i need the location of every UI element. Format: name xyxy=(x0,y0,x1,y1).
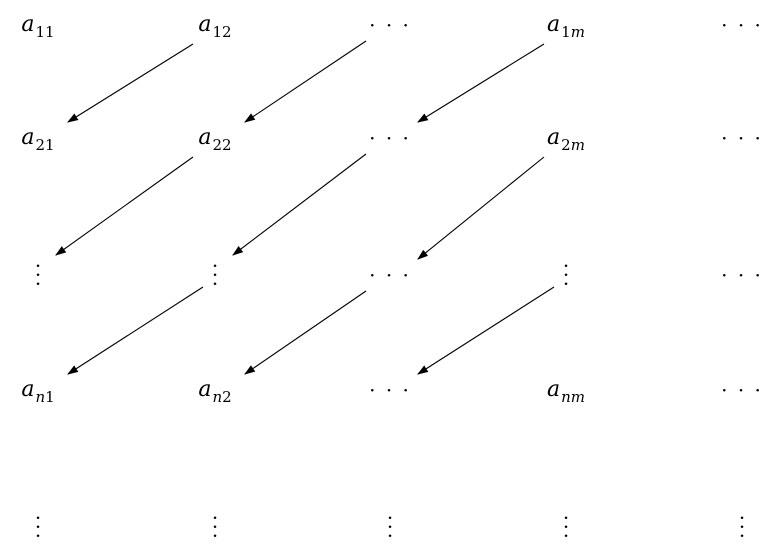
subscript-variable: m xyxy=(570,23,585,41)
subscript-number: 22 xyxy=(212,136,232,154)
entry-subscript: 1m xyxy=(561,23,585,41)
vdot: · xyxy=(211,505,219,530)
entry-base: a xyxy=(21,377,35,402)
vdot: · xyxy=(562,514,570,539)
entry-subscript: 12 xyxy=(213,23,232,41)
vdot: · xyxy=(211,514,219,539)
cell-r4c4: ··· xyxy=(738,505,746,548)
cell-r0c4: · · · xyxy=(721,13,763,37)
cell-r2c2: · · · xyxy=(369,263,411,287)
entry-subscript: 21 xyxy=(36,136,55,154)
cell-a21: a21 xyxy=(21,125,54,153)
subscript-number: 12 xyxy=(212,23,232,41)
cell-r2c1: ··· xyxy=(211,253,219,296)
entry-subscript: nm xyxy=(561,388,585,406)
vdot: · xyxy=(562,271,570,296)
vdot: · xyxy=(386,523,394,548)
vdot: · xyxy=(738,523,746,548)
entry-subscript: 22 xyxy=(213,136,232,154)
vdot: · xyxy=(738,505,746,530)
entry-base: a xyxy=(21,125,35,150)
subscript-variable: n xyxy=(212,388,223,406)
vdot: · xyxy=(34,505,42,530)
cell-r2c0: ··· xyxy=(34,253,42,296)
cell-a22: a22 xyxy=(198,125,231,153)
subscript-number: 2 xyxy=(561,136,571,154)
cell-a11: a11 xyxy=(21,12,54,40)
cell-r1c4: · · · xyxy=(721,126,763,150)
entry-subscript: 2m xyxy=(561,136,585,154)
cell-r3c4: · · · xyxy=(721,378,763,402)
subscript-number: 1 xyxy=(561,23,571,41)
subscript-variable: m xyxy=(570,136,585,154)
subscript-number: 21 xyxy=(35,136,55,154)
cell-anm: anm xyxy=(546,377,585,405)
vdot: · xyxy=(562,262,570,287)
cell-r2c3: ··· xyxy=(562,253,570,296)
vdot: · xyxy=(34,253,42,278)
vdot: · xyxy=(738,514,746,539)
cell-r0c2: · · · xyxy=(369,13,411,37)
vdot: · xyxy=(562,523,570,548)
entry-base: a xyxy=(547,125,561,150)
cell-r1c2: · · · xyxy=(369,126,411,150)
cell-a1m: a1m xyxy=(547,12,585,40)
subscript-number: 2 xyxy=(222,388,232,406)
vdot: · xyxy=(34,271,42,296)
cell-r4c2: ··· xyxy=(386,505,394,548)
entry-base: a xyxy=(547,12,561,37)
vdot: · xyxy=(562,505,570,530)
cell-r4c0: ··· xyxy=(34,505,42,548)
vdot: · xyxy=(562,253,570,278)
entry-base: a xyxy=(198,125,212,150)
entry-subscript: 11 xyxy=(36,23,55,41)
entry-base: a xyxy=(21,12,35,37)
subscript-number: 11 xyxy=(35,23,55,41)
cell-r4c3: ··· xyxy=(562,505,570,548)
cell-r4c1: ··· xyxy=(211,505,219,548)
vdot: · xyxy=(211,271,219,296)
subscript-number: 1 xyxy=(45,388,55,406)
entry-subscript: n2 xyxy=(212,388,231,406)
vdot: · xyxy=(211,523,219,548)
vdot: · xyxy=(211,253,219,278)
vdot: · xyxy=(34,523,42,548)
cell-a12: a12 xyxy=(198,12,231,40)
cell-a2m: a2m xyxy=(547,125,585,153)
cell-an1: an1 xyxy=(21,377,54,405)
vdot: · xyxy=(386,505,394,530)
vdot: · xyxy=(34,262,42,287)
entry-base: a xyxy=(198,12,212,37)
vdot: · xyxy=(211,262,219,287)
cell-r3c2: · · · xyxy=(369,378,411,402)
cell-an2: an2 xyxy=(198,377,231,405)
entry-base: a xyxy=(546,377,561,402)
entry-subscript: n1 xyxy=(35,388,54,406)
vdot: · xyxy=(386,514,394,539)
subscript-variable: n xyxy=(35,388,46,406)
entry-base: a xyxy=(198,377,212,402)
cell-r2c4: · · · xyxy=(721,263,763,287)
vdot: · xyxy=(34,514,42,539)
subscript-variable: nm xyxy=(561,388,586,406)
